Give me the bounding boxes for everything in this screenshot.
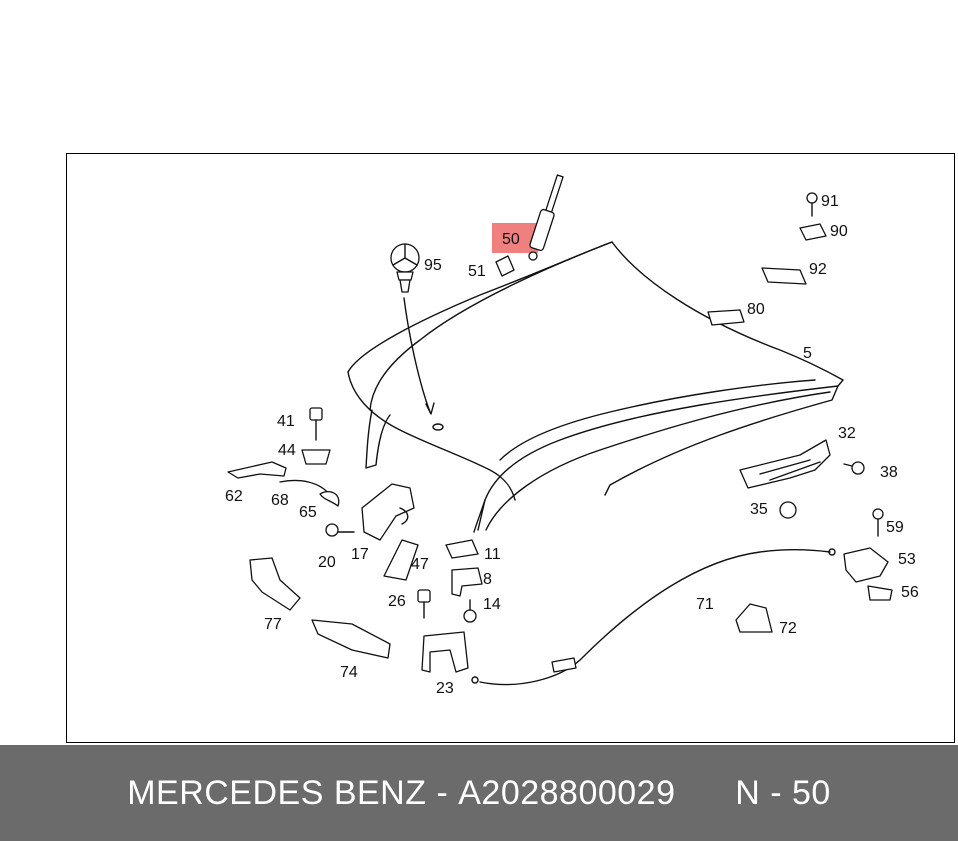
release-cable	[471, 548, 836, 686]
footer-separator: -	[426, 773, 459, 812]
left-small-parts	[227, 407, 415, 541]
label-71: 71	[696, 596, 714, 613]
right-lower-parts	[735, 508, 893, 633]
part-info-footer: MERCEDES BENZ - A2028800029 N - 50	[0, 745, 958, 841]
gas-strut	[528, 174, 564, 261]
star-ornament	[390, 243, 435, 415]
label-50: 50	[502, 231, 520, 248]
label-90: 90	[830, 223, 848, 240]
label-92: 92	[809, 261, 827, 278]
label-65: 65	[299, 504, 317, 521]
label-14: 14	[483, 596, 501, 613]
diagram-position: N - 50	[735, 773, 831, 812]
hinge-assembly	[739, 439, 865, 519]
left-lower-parts	[249, 557, 391, 659]
label-51: 51	[468, 263, 486, 280]
small-fasteners-top-right	[707, 192, 827, 326]
label-41: 41	[277, 413, 295, 430]
brand-name: MERCEDES BENZ	[127, 773, 427, 812]
label-11: 11	[484, 546, 501, 563]
label-35: 35	[750, 501, 768, 518]
highlight-part-50	[492, 223, 538, 253]
label-44: 44	[278, 442, 296, 459]
label-59: 59	[886, 519, 904, 536]
label-20: 20	[318, 554, 336, 571]
label-80: 80	[747, 301, 765, 318]
label-26: 26	[388, 593, 406, 610]
label-77: 77	[264, 616, 282, 633]
label-5: 5	[803, 345, 812, 362]
label-91: 91	[821, 193, 839, 210]
lower-middle-parts	[383, 539, 483, 673]
part-number: A2028800029	[458, 773, 676, 812]
label-23: 23	[436, 680, 454, 697]
label-68: 68	[271, 492, 289, 509]
label-8: 8	[483, 571, 492, 588]
hood-panel	[347, 241, 844, 533]
label-32: 32	[838, 425, 856, 442]
label-17: 17	[351, 546, 369, 563]
footer-gap	[676, 774, 736, 813]
label-95: 95	[424, 257, 442, 274]
label-62: 62	[225, 488, 243, 505]
label-47: 47	[411, 556, 429, 573]
bracket-51	[495, 255, 515, 277]
label-38: 38	[880, 464, 898, 481]
label-74: 74	[340, 664, 358, 681]
label-56: 56	[901, 584, 919, 601]
label-72: 72	[779, 620, 797, 637]
label-53: 53	[898, 551, 916, 568]
